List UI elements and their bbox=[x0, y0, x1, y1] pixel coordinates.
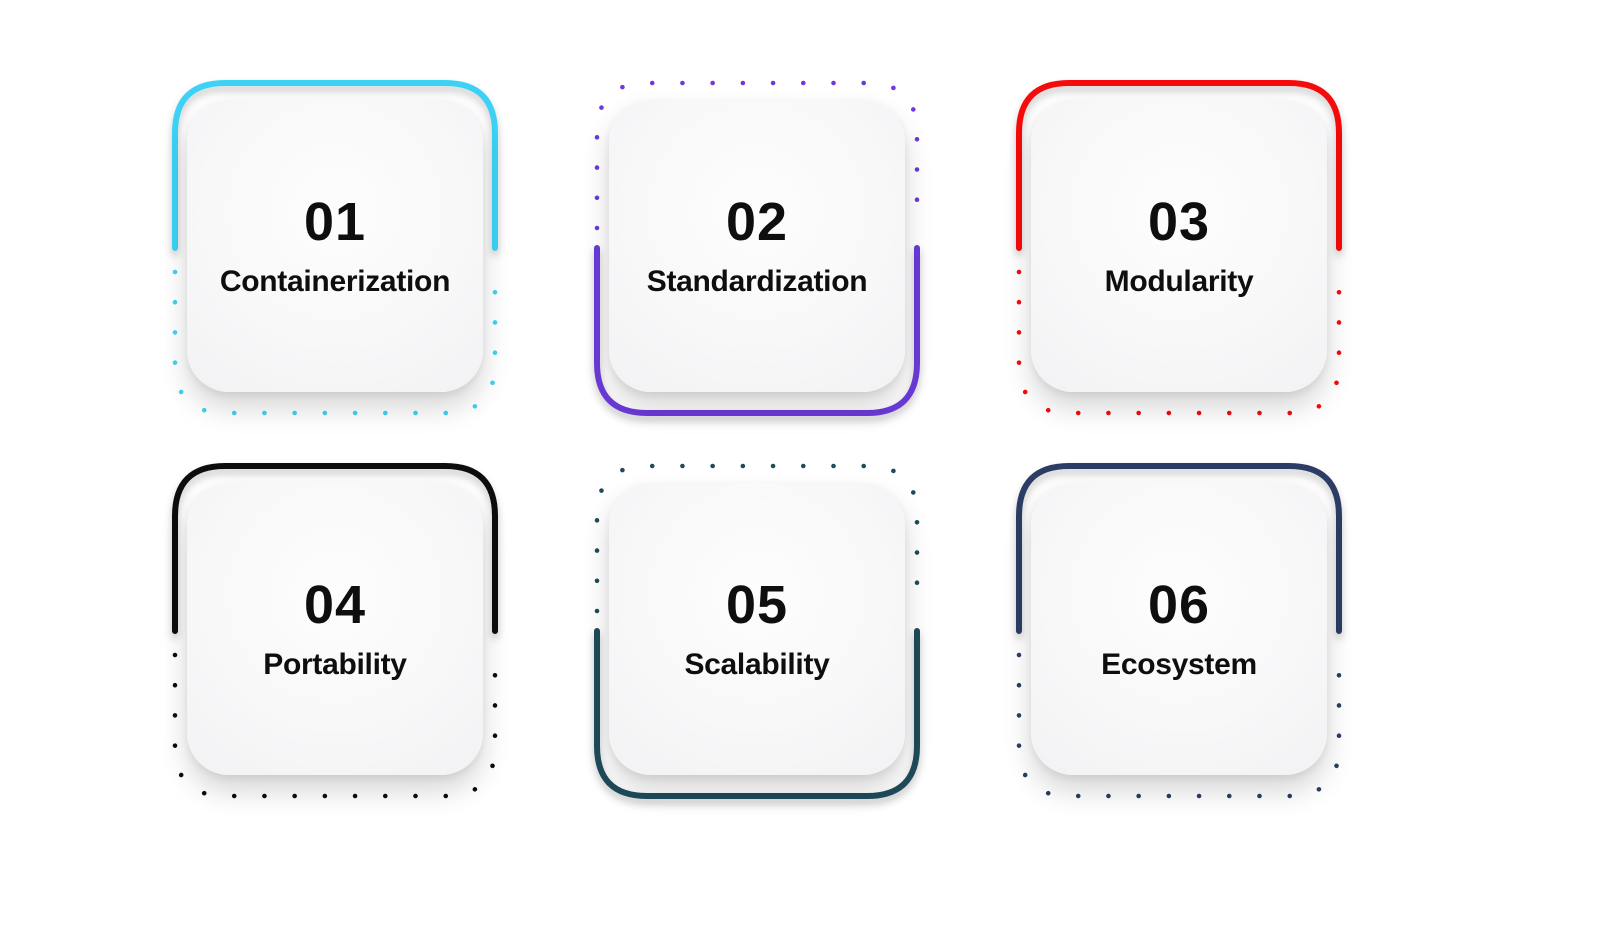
dotted-border-arc-top bbox=[594, 463, 920, 614]
card-border bbox=[594, 80, 920, 416]
card-containerization: 01 Containerization bbox=[172, 80, 498, 416]
card-modularity: 03 Modularity bbox=[1016, 80, 1342, 416]
card-border bbox=[1016, 463, 1342, 799]
card-border bbox=[1016, 80, 1342, 416]
card-scalability: 05 Scalability bbox=[594, 463, 920, 799]
solid-border-arc-bottom bbox=[594, 628, 920, 799]
card-label: Modularity bbox=[1104, 264, 1254, 298]
card-portability: 04 Portability bbox=[172, 463, 498, 799]
card-label: Ecosystem bbox=[1101, 647, 1257, 681]
solid-border-arc-top bbox=[1016, 80, 1342, 251]
card-surface: 04 Portability bbox=[187, 483, 483, 775]
card-number: 04 bbox=[303, 574, 367, 635]
solid-border-arc-bottom bbox=[594, 245, 920, 416]
card-border bbox=[594, 463, 920, 799]
dotted-border-arc-bottom bbox=[1016, 269, 1342, 416]
card-border bbox=[172, 463, 498, 799]
solid-border-arc-top bbox=[172, 463, 498, 634]
card-number: 05 bbox=[725, 574, 789, 635]
dotted-border-arc-bottom bbox=[172, 652, 498, 799]
card-number: 06 bbox=[1147, 574, 1211, 635]
dotted-border-arc-bottom bbox=[172, 269, 498, 416]
card-label: Containerization bbox=[219, 264, 451, 298]
card-surface: 03 Modularity bbox=[1031, 100, 1327, 392]
card-label: Standardization bbox=[646, 264, 868, 298]
card-surface: 06 Ecosystem bbox=[1031, 483, 1327, 775]
card-surface: 01 Containerization bbox=[187, 100, 483, 392]
card-label: Portability bbox=[263, 647, 407, 681]
dotted-border-arc-bottom bbox=[1016, 652, 1342, 799]
dotted-border-arc-top bbox=[594, 80, 920, 231]
feature-card-grid: 01 Containerization 02 Standardization 0… bbox=[172, 80, 1342, 799]
card-number: 02 bbox=[725, 191, 789, 252]
card-ecosystem: 06 Ecosystem bbox=[1016, 463, 1342, 799]
card-label: Scalability bbox=[684, 647, 830, 681]
card-standardization: 02 Standardization bbox=[594, 80, 920, 416]
solid-border-arc-top bbox=[172, 80, 498, 251]
card-border bbox=[172, 80, 498, 416]
card-surface: 02 Standardization bbox=[609, 100, 905, 392]
card-surface: 05 Scalability bbox=[609, 483, 905, 775]
card-number: 01 bbox=[303, 191, 367, 252]
solid-border-arc-top bbox=[1016, 463, 1342, 634]
card-number: 03 bbox=[1147, 191, 1211, 252]
